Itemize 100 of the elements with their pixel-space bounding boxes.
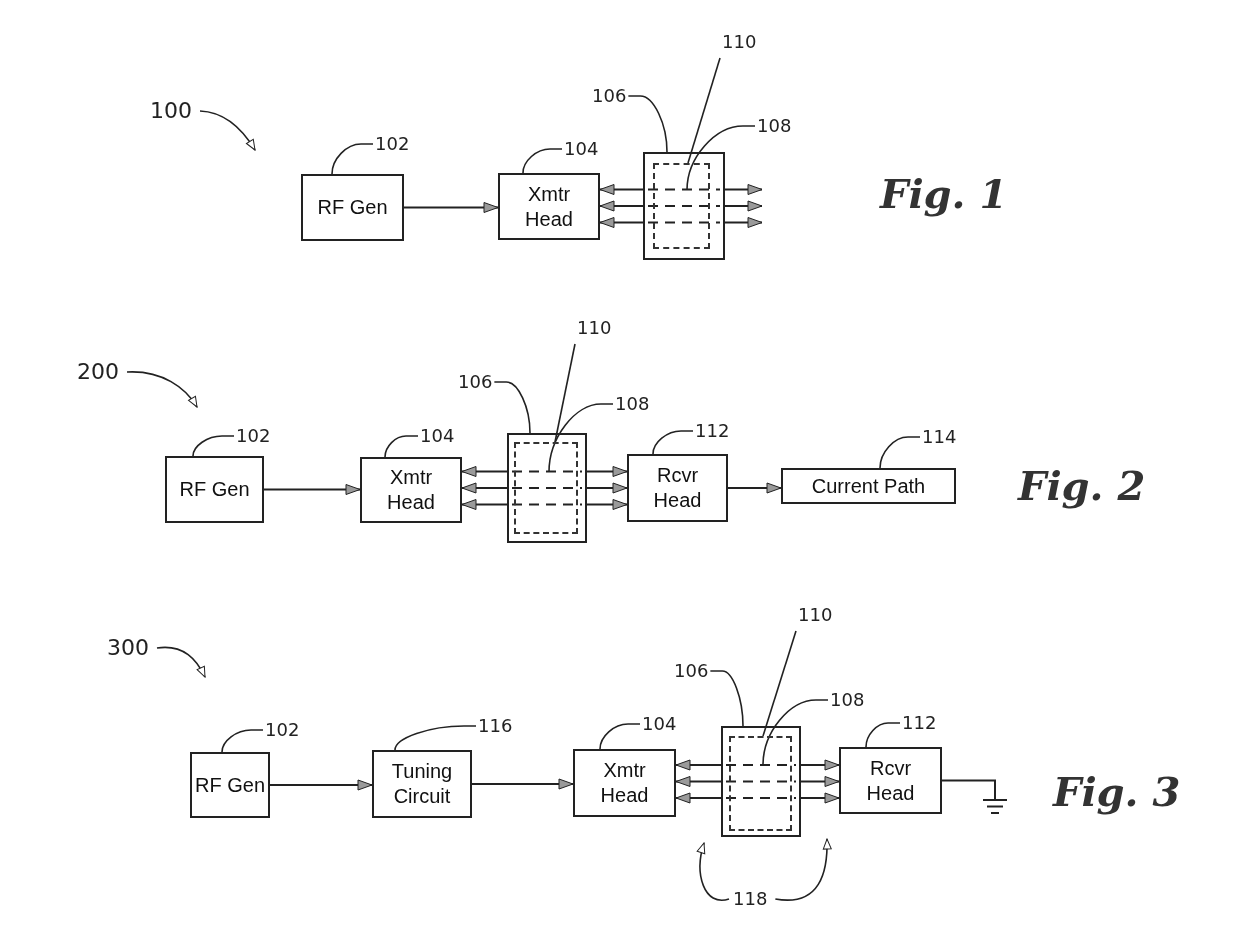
arrow: [586, 466, 628, 477]
block-box: [190, 752, 270, 818]
arrow: [126, 371, 198, 408]
arrow: [461, 466, 508, 477]
reference-numeral: 118: [733, 889, 768, 909]
reference-numeral: 104: [564, 139, 599, 159]
dashed-region: [514, 442, 578, 534]
ground-symbol: [983, 799, 1007, 814]
arrow: [675, 776, 722, 787]
block-label: Xmtr Head: [600, 758, 649, 808]
arrow: [724, 217, 763, 228]
arrow: [800, 759, 840, 771]
arrow: [199, 110, 256, 151]
reference-numeral: 110: [798, 605, 833, 625]
arrow: [461, 499, 508, 510]
block-box: [360, 457, 462, 523]
block-box: [301, 174, 404, 241]
reference-numeral: 102: [375, 134, 410, 154]
reference-numeral: 112: [902, 713, 937, 733]
block-label: Rcvr Head: [653, 463, 702, 513]
dashed-region: [729, 736, 792, 831]
block-label: RF Gen: [179, 477, 250, 502]
arrow: [697, 842, 730, 901]
leader-line: [865, 722, 901, 748]
leader-line: [686, 125, 756, 191]
arrow: [727, 482, 782, 494]
dashed-region: [653, 163, 710, 249]
reference-numeral: 112: [695, 421, 730, 441]
figure-label: Fig. 1: [880, 170, 1008, 218]
arrow: [800, 776, 840, 787]
figure-label: Fig. 2: [1018, 462, 1146, 510]
arrow: [774, 838, 832, 901]
leader-line: [384, 435, 419, 458]
leader-line: [709, 670, 744, 727]
arrow: [724, 184, 763, 195]
arrow: [675, 792, 722, 804]
arrow: [461, 482, 508, 494]
block-label: Tuning Circuit: [391, 759, 453, 809]
arrow: [403, 202, 499, 213]
arrow: [724, 200, 763, 212]
reference-numeral: 102: [236, 426, 271, 446]
block-box: [627, 454, 728, 522]
leader-line: [762, 699, 829, 766]
leader-line: [762, 630, 797, 737]
leader-line: [879, 436, 921, 469]
leader-line: [652, 430, 694, 455]
arrow: [586, 482, 628, 494]
reference-numeral: 200: [77, 360, 119, 384]
reference-numeral: 102: [265, 720, 300, 740]
connector-line: [941, 779, 996, 800]
reference-numeral: 110: [722, 32, 757, 52]
leader-line: [522, 148, 563, 174]
block-box: [781, 468, 956, 504]
block-box: [372, 750, 472, 818]
block-box: [573, 749, 676, 817]
reference-numeral: 116: [478, 716, 513, 736]
reference-numeral: 108: [830, 690, 865, 710]
leader-line: [599, 723, 641, 750]
block-box: [498, 173, 600, 240]
block-label: RF Gen: [317, 195, 388, 220]
leader-line: [221, 729, 264, 753]
reference-numeral: 106: [458, 372, 493, 392]
arrow: [156, 646, 206, 678]
block-label: Current Path: [811, 473, 926, 499]
reference-numeral: 110: [577, 318, 612, 338]
reference-numeral: 100: [150, 99, 192, 123]
leader-line: [627, 95, 668, 153]
component-box: [507, 433, 587, 543]
arrow: [471, 778, 574, 790]
leader-line: [493, 381, 531, 434]
arrow: [599, 184, 644, 195]
arrow: [599, 217, 644, 228]
block-label: Xmtr Head: [525, 181, 573, 232]
reference-numeral: 104: [420, 426, 455, 446]
leader-line: [394, 725, 477, 751]
reference-numeral: 106: [674, 661, 709, 681]
reference-numeral: 106: [592, 86, 627, 106]
reference-numeral: 104: [642, 714, 677, 734]
leader-line: [687, 57, 721, 164]
arrow: [599, 200, 644, 212]
arrow: [675, 759, 722, 771]
block-label: RF Gen: [195, 772, 265, 798]
block-label: Rcvr Head: [866, 755, 915, 806]
block-box: [839, 747, 942, 814]
reference-numeral: 108: [757, 116, 792, 136]
leader-line: [331, 143, 374, 175]
arrow: [586, 499, 628, 510]
reference-numeral: 114: [922, 427, 957, 447]
block-label: Xmtr Head: [387, 465, 435, 515]
leader-line: [548, 403, 614, 473]
reference-numeral: 300: [107, 636, 149, 660]
leader-line: [554, 343, 576, 443]
reference-numeral: 108: [615, 394, 650, 414]
figure-label: Fig. 3: [1053, 768, 1181, 816]
block-box: [165, 456, 264, 523]
arrow: [263, 484, 361, 495]
arrow: [800, 792, 840, 804]
component-box: [643, 152, 725, 260]
leader-line: [192, 435, 235, 457]
arrow: [269, 779, 373, 791]
